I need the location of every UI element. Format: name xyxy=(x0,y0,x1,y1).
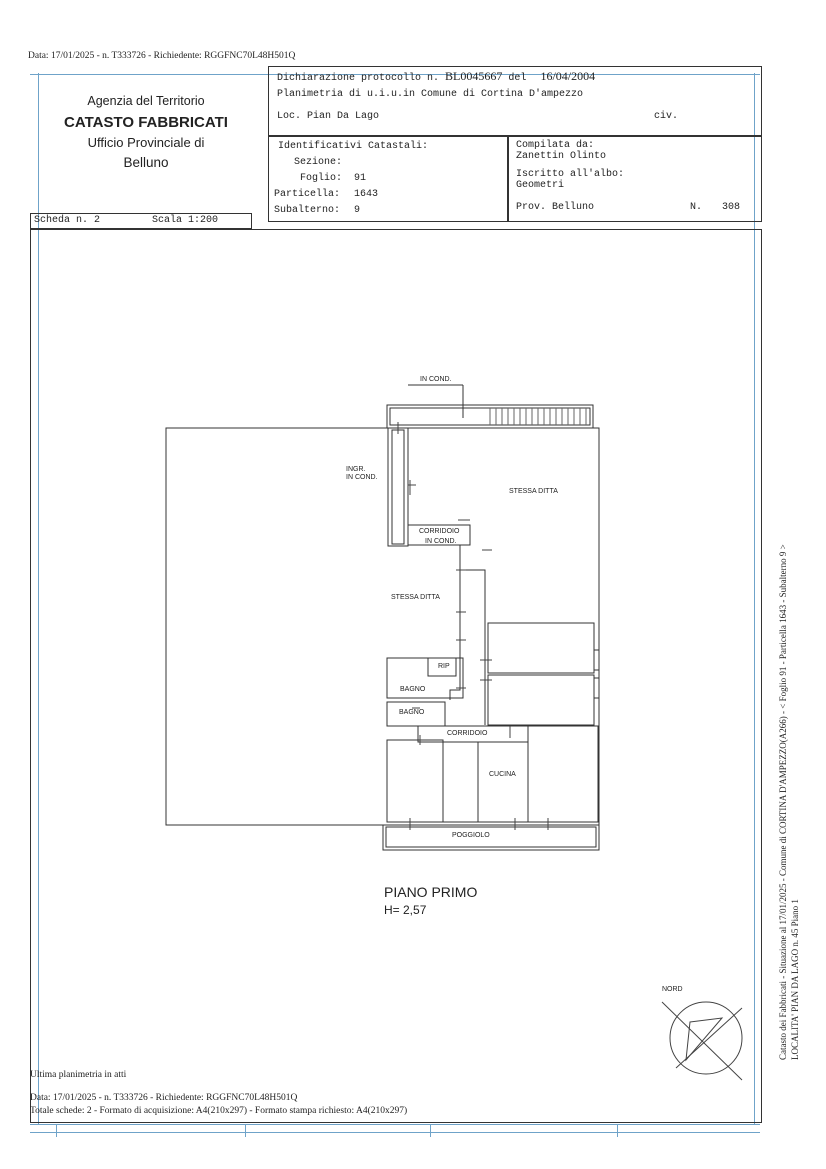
footer-data: Data: 17/01/2025 - n. T333726 - Richiede… xyxy=(30,1093,298,1103)
protocol-label: Dichiarazione protocollo n. xyxy=(277,73,440,84)
bagno-1-room xyxy=(386,657,464,699)
entry-corridor xyxy=(387,427,409,547)
plan-title: PIANO PRIMO xyxy=(384,884,478,900)
label-in-cond-top: IN COND. xyxy=(420,376,452,383)
frame-tick xyxy=(617,1125,618,1137)
plan-height: H= 2,57 xyxy=(384,903,427,917)
cucina-room xyxy=(477,741,529,823)
planimetria-line: Planimetria di u.i.u.in Comune di Cortin… xyxy=(277,89,584,100)
room-bottom-1 xyxy=(386,739,444,823)
albo-value: Geometri xyxy=(516,180,565,191)
scala-label: Scala 1:200 xyxy=(152,215,219,226)
frame-bottom-line xyxy=(30,1124,760,1125)
label-stessa-ditta-2: STESSA DITTA xyxy=(391,594,440,601)
n-label: N. xyxy=(690,202,703,213)
foglio-value: 91 xyxy=(354,173,367,184)
label-corridoio-2: CORRIDOIO xyxy=(447,730,488,737)
protocol-date: 16/04/2004 xyxy=(540,69,596,83)
label-bagno-2: BAGNO xyxy=(399,709,425,716)
rip-room xyxy=(427,657,457,677)
frame-bottom-line-2 xyxy=(30,1132,760,1133)
subalterno-label: Subalterno: xyxy=(274,205,341,216)
label-ingr-cond: IN COND. xyxy=(346,474,378,481)
compilata-name: Zanettin Olinto xyxy=(516,151,607,162)
foglio-label: Foglio: xyxy=(300,173,343,184)
drawing-frame xyxy=(30,229,762,1123)
particella-label: Particella: xyxy=(274,189,341,200)
agency-catasto: CATASTO FABBRICATI xyxy=(64,114,228,131)
poggiolo xyxy=(382,824,600,851)
room-right-1 xyxy=(487,622,595,674)
label-stessa-ditta-1: STESSA DITTA xyxy=(509,488,558,495)
declaration-box xyxy=(268,66,762,136)
agency-office: Ufficio Provinciale di xyxy=(87,135,205,150)
agency-name: Agenzia del Territorio xyxy=(87,94,205,108)
room-right-2 xyxy=(487,674,595,726)
side-text-line2: LOCALITA' PIAN DA LAGO n. 45 Piano 1 xyxy=(790,899,800,1060)
frame-tick xyxy=(245,1125,246,1137)
bagno-2-room xyxy=(386,701,446,727)
n-value: 308 xyxy=(722,202,741,213)
identificativi-title: Identificativi Catastali: xyxy=(278,141,429,152)
frame-right-line xyxy=(754,73,755,1125)
label-rip: RIP xyxy=(438,663,450,670)
declaration-line: Dichiarazione protocollo n. BL0045667 de… xyxy=(277,69,595,84)
label-corridoio-1b: IN COND. xyxy=(425,538,457,545)
location-line: Loc. Pian Da Lago xyxy=(277,111,380,122)
frame-left-line xyxy=(38,73,39,1125)
north-arrow-icon xyxy=(661,1001,743,1081)
top-balcony xyxy=(386,404,594,429)
sezione-label: Sezione: xyxy=(294,157,343,168)
label-cucina: CUCINA xyxy=(489,771,516,778)
top-stamp: Data: 17/01/2025 - n. T333726 - Richiede… xyxy=(28,51,296,61)
label-ingr: INGR. xyxy=(346,466,366,473)
compilata-label: Compilata da: xyxy=(516,140,595,151)
prov-value: Prov. Belluno xyxy=(516,202,595,213)
label-corridoio-1: CORRIDOIO xyxy=(419,528,460,535)
identificativi-box xyxy=(268,136,508,222)
north-label: NORD xyxy=(662,986,683,993)
scheda-box xyxy=(30,213,252,229)
label-bagno-1: BAGNO xyxy=(400,686,426,693)
frame-tick xyxy=(56,1125,57,1137)
room-bottom-4 xyxy=(527,725,599,823)
iscritto-label: Iscritto all'albo: xyxy=(516,169,625,180)
frame-top-line xyxy=(30,74,760,75)
room-bottom-2 xyxy=(442,741,479,823)
frame-tick xyxy=(430,1125,431,1137)
protocol-number: BL0045667 xyxy=(445,69,503,83)
compilata-box xyxy=(508,136,762,222)
particella-value: 1643 xyxy=(354,189,379,200)
scheda-label: Scheda n. 2 xyxy=(34,215,101,226)
subalterno-value: 9 xyxy=(354,205,361,216)
side-text-line1: Catasto dei Fabbricati - Situazione al 1… xyxy=(778,544,788,1060)
civ-label: civ. xyxy=(654,111,679,122)
footer-ultima: Ultima planimetria in atti xyxy=(30,1070,127,1080)
footer-totale: Totale schede: 2 - Formato di acquisizio… xyxy=(30,1106,408,1116)
agency-city: Belluno xyxy=(123,155,169,170)
label-poggiolo: POGGIOLO xyxy=(452,832,490,839)
del-label: del xyxy=(508,73,527,84)
